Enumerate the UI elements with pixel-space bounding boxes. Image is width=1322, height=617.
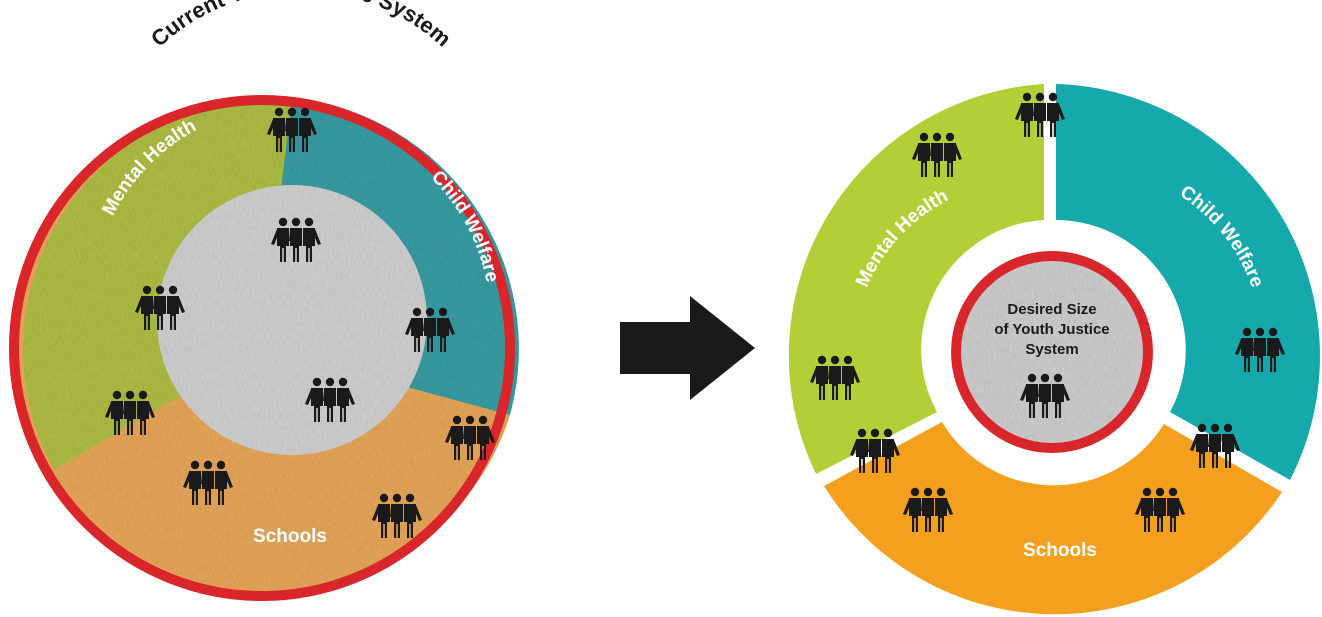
- left-title: Current Youth Justice System: [146, 0, 456, 51]
- right-schools-segment: [824, 422, 1282, 615]
- left-mental-health-segment: [23, 97, 293, 470]
- right-center-red-ring: [951, 251, 1153, 453]
- right-youth-justice-center: [956, 256, 1148, 448]
- left-schools-label: Schools: [253, 526, 327, 547]
- desired-system-diagram: Desired Size of Youth Justice System Men…: [788, 84, 1320, 615]
- right-schools-label: Schools: [1023, 540, 1097, 561]
- right-center-label-line1: Desired Size: [1007, 301, 1096, 318]
- right-center-label-line2: of Youth Justice: [994, 321, 1109, 338]
- left-youth-justice-center: [157, 185, 427, 455]
- current-system-diagram: Current Youth Justice System Mental Heal…: [9, 0, 519, 601]
- right-child-welfare-segment: [1056, 84, 1320, 480]
- left-outer-red-ring: [9, 95, 515, 601]
- right-center-label-line3: System: [1025, 341, 1078, 358]
- right-arrow-icon: [620, 296, 755, 400]
